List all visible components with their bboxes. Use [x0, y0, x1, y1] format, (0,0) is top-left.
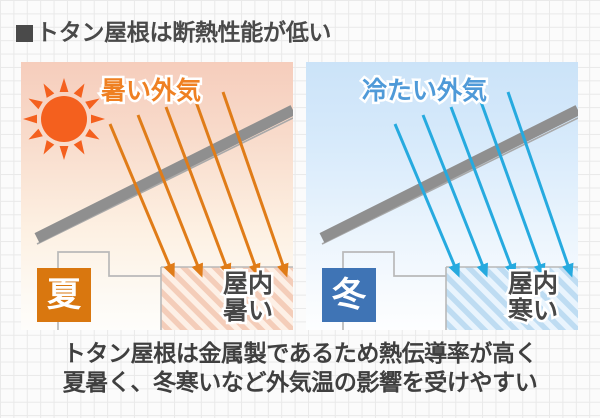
- indoor-label-winter-line2: 寒い: [505, 295, 560, 327]
- indoor-label-winter: 屋内 寒い: [505, 268, 560, 327]
- outside-air-label-summer: 暑い外気: [98, 76, 203, 106]
- footer-caption-line1: トタン屋根は金属製であるため熱伝導率が高く: [62, 341, 538, 367]
- square-bullet-icon: [16, 24, 33, 42]
- footer-caption-line2: 夏暑く、冬寒いなど外気温の影響を受けやすい: [62, 369, 538, 396]
- sun-icon: [23, 78, 105, 160]
- footer-caption: トタン屋根は金属製であるため熱伝導率が高く 夏暑く、冬寒いなど外気温の影響を受け…: [0, 340, 600, 398]
- indoor-label-winter-line1: 屋内: [505, 268, 560, 300]
- indoor-label-summer-line1: 屋内: [220, 268, 275, 300]
- roof-band-summer: [34, 105, 293, 243]
- heat-arrows-summer: [108, 91, 289, 278]
- page-title: トタン屋根は断熱性能が低い: [16, 16, 331, 50]
- panel-winter: 冷たい外気 屋内 寒い 冬: [306, 62, 578, 330]
- panel-summer-illustration: [23, 78, 293, 330]
- season-badge-summer: 夏: [37, 268, 91, 322]
- cold-arrows-winter: [393, 91, 574, 278]
- page-title-text: トタン屋根は断熱性能が低い: [36, 19, 332, 46]
- panel-winter-illustration: [319, 91, 578, 330]
- indoor-label-summer: 屋内 暑い: [220, 268, 275, 327]
- outside-air-label-winter: 冷たい外気: [359, 76, 489, 106]
- panel-summer: 暑い外気 屋内 暑い 夏: [21, 62, 293, 330]
- season-badge-winter: 冬: [322, 268, 376, 322]
- indoor-label-summer-line2: 暑い: [220, 295, 275, 327]
- roof-band-winter: [319, 105, 578, 243]
